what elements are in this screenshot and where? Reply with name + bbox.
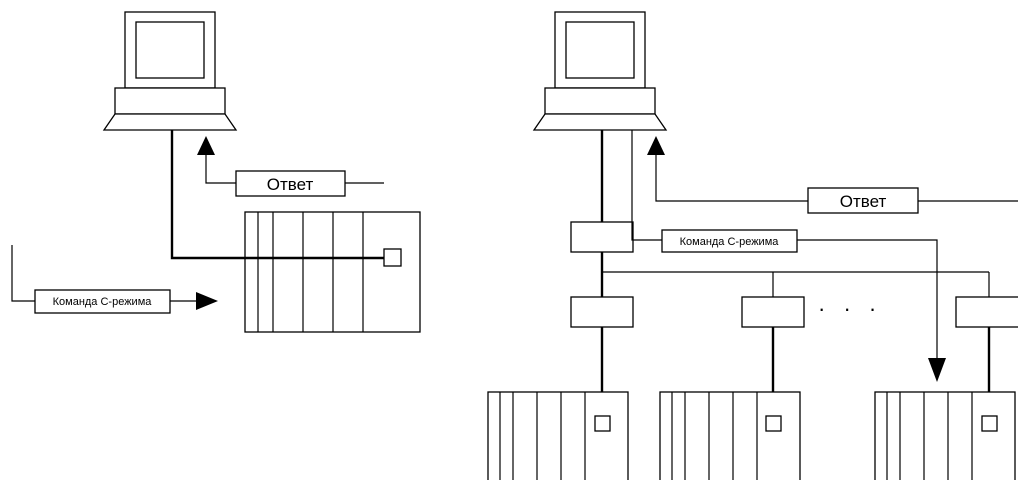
left-command-label: Команда C-режима xyxy=(53,296,153,308)
left-response-box xyxy=(235,170,346,197)
left-response-label: Ответ xyxy=(267,175,314,194)
right-command-line-2 xyxy=(797,239,938,360)
right-command-box xyxy=(661,229,798,253)
right-ellipsis: · · · xyxy=(818,296,882,321)
left-diagram: Ответ Команда C-режима xyxy=(11,11,421,333)
left-response-line-2 xyxy=(205,153,236,184)
right-command-line xyxy=(631,130,662,241)
right-response-arrow xyxy=(647,136,665,155)
right-plc-rack-1 xyxy=(487,391,629,480)
left-cable xyxy=(170,130,388,260)
right-converter-2 xyxy=(741,296,805,328)
right-converter-1 xyxy=(570,296,634,328)
right-response-box xyxy=(807,187,919,214)
right-response-label: Ответ xyxy=(840,192,887,211)
right-response-line-2 xyxy=(655,153,808,202)
left-response-arrow xyxy=(197,136,215,155)
left-command-arrow xyxy=(196,292,218,310)
right-plc-rack-3 xyxy=(874,391,1016,480)
left-computer-icon xyxy=(102,11,238,131)
right-diagram: · · · xyxy=(487,11,1018,480)
right-plc-rack-2 xyxy=(659,391,801,480)
right-command-arrow xyxy=(928,358,946,382)
left-command-line xyxy=(11,245,35,302)
left-port xyxy=(383,248,402,267)
right-converter-3 xyxy=(955,296,1018,328)
right-command-label: Команда C-режима xyxy=(680,236,780,248)
right-converter-top xyxy=(570,221,634,253)
left-plc-rack xyxy=(244,211,421,333)
right-computer-icon xyxy=(532,11,668,131)
